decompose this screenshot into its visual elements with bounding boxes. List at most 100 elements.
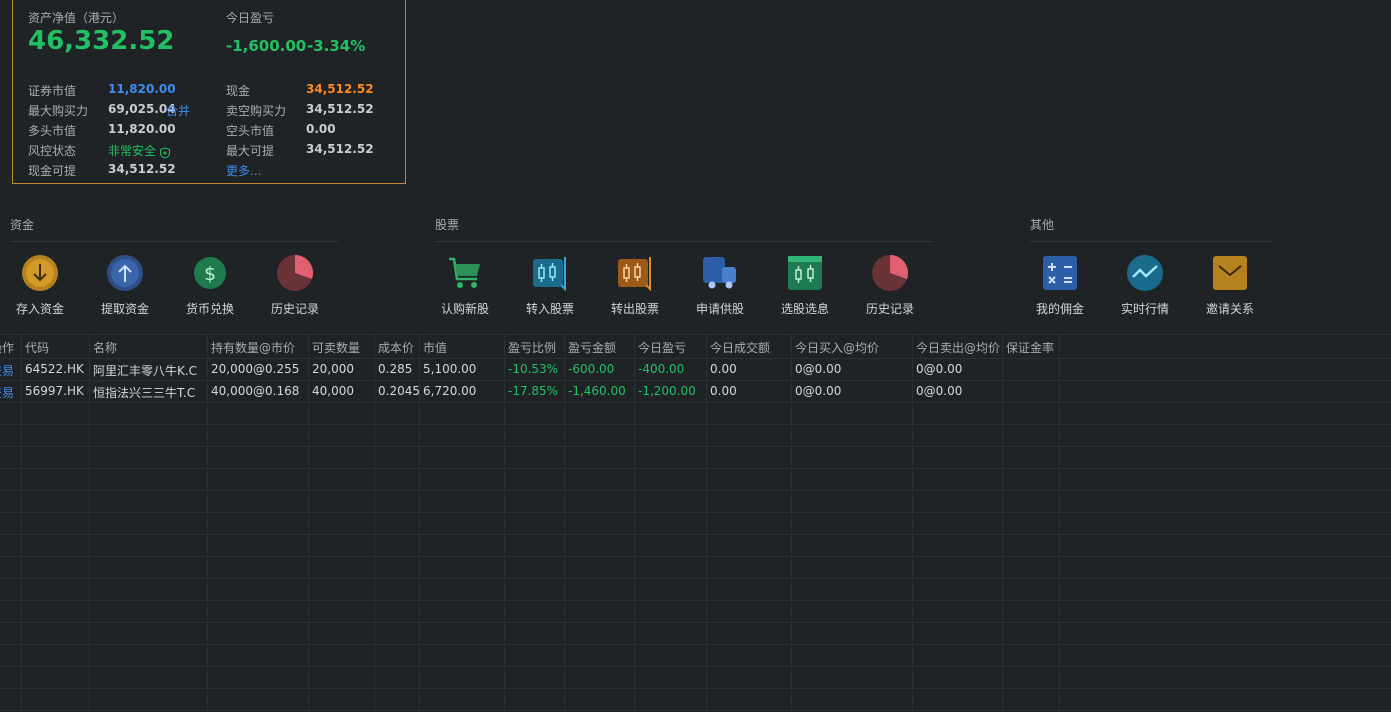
account-summary-card: 资产净值（港元） 46,332.52 今日盈亏 -1,600.00 -3.34%…: [12, 0, 406, 184]
col-header-name[interactable]: 名称: [93, 341, 118, 355]
withdraw-funds-label: 提取资金: [100, 302, 149, 316]
funds-history-button[interactable]: 历史记录: [257, 254, 333, 331]
currency-exchange-button[interactable]: $ 货币兑换: [172, 255, 248, 331]
currency-exchange-icon: $: [192, 255, 228, 291]
trend-line-icon: [1127, 255, 1163, 291]
currency-exchange-label: 货币兑换: [185, 302, 234, 316]
short-buying-power-label: 卖空购买力: [226, 104, 287, 118]
net-asset-value: 46,332.52: [28, 26, 175, 56]
section-title-other: 其他: [1030, 218, 1055, 232]
table-cell-today-buy: 0@0.00: [795, 384, 842, 398]
svg-text:$: $: [204, 263, 216, 285]
table-cell-today-buy: 0@0.00: [795, 362, 842, 376]
deposit-funds-button[interactable]: 存入资金: [2, 255, 78, 331]
table-cell-today-turnover: 0.00: [710, 384, 737, 398]
invite-relation-button[interactable]: 邀请关系: [1192, 255, 1268, 331]
short-buying-power-value: 34,512.52: [306, 102, 374, 116]
more-link[interactable]: 更多...: [226, 164, 262, 178]
candlestick-out-icon: [617, 255, 653, 292]
col-header-pl-amount[interactable]: 盈亏金额: [568, 341, 617, 355]
envelope-icon: [1212, 255, 1248, 291]
col-header-market-value[interactable]: 市值: [423, 341, 448, 355]
col-header-code[interactable]: 代码: [25, 341, 50, 355]
table-cell-code: 64522.HK: [25, 362, 84, 376]
stock-history-button[interactable]: 历史记录: [852, 254, 928, 331]
withdraw-funds-button[interactable]: 提取资金: [87, 255, 163, 331]
col-header-today-buy[interactable]: 今日买入@均价: [795, 341, 880, 355]
deposit-icon: [22, 255, 58, 291]
table-cell-pl-amount: -1,460.00: [568, 384, 626, 398]
shield-icon: [159, 144, 171, 159]
net-asset-label: 资产净值（港元）: [28, 11, 125, 25]
max-withdrawable-value: 34,512.52: [306, 142, 374, 156]
col-header-sellable[interactable]: 可卖数量: [312, 341, 361, 355]
securities-value-label: 证券市值: [28, 84, 77, 98]
merge-link[interactable]: 合并: [166, 104, 191, 118]
table-cell-sellable: 20,000: [312, 362, 354, 376]
section-divider: [1030, 241, 1272, 242]
short-value: 0.00: [306, 122, 336, 136]
max-withdrawable-label: 最大可提: [226, 144, 275, 158]
table-cell-name: 恒指法兴三三牛T.C: [93, 386, 196, 400]
table-cell-pl-amount: -600.00: [568, 362, 615, 376]
transfer-in-stock-label: 转入股票: [525, 302, 574, 316]
transfer-out-stock-button[interactable]: 转出股票: [597, 255, 673, 331]
delivery-truck-icon: [702, 255, 738, 291]
col-header-margin-ratio[interactable]: 保证金率: [1006, 341, 1055, 355]
pie-chart-icon: [277, 254, 314, 291]
my-commission-button[interactable]: 我的佣金: [1022, 255, 1098, 331]
stock-picking-label: 选股选息: [780, 302, 829, 316]
long-value-label: 多头市值: [28, 124, 77, 138]
transfer-in-stock-button[interactable]: 转入股票: [512, 255, 588, 331]
cash-withdrawable-value: 34,512.52: [108, 162, 176, 176]
col-header-cost[interactable]: 成本价: [378, 341, 415, 355]
risk-status-label: 风控状态: [28, 144, 77, 158]
shopping-cart-icon: [447, 255, 483, 291]
section-title-stocks: 股票: [435, 218, 460, 232]
table-cell-code: 56997.HK: [25, 384, 84, 398]
max-buying-power-label: 最大购买力: [28, 104, 89, 118]
rights-issue-button[interactable]: 申请供股: [682, 255, 758, 331]
pie-chart-icon: [872, 254, 909, 291]
table-cell-today-pl: -400.00: [638, 362, 685, 376]
table-cell-today-sell: 0@0.00: [916, 362, 963, 376]
table-cell-today-pl: -1,200.00: [638, 384, 696, 398]
my-commission-label: 我的佣金: [1035, 302, 1084, 316]
table-cell-name: 阿里汇丰零八牛K.C: [93, 364, 198, 378]
col-header-today-turnover[interactable]: 今日成交额: [710, 341, 771, 355]
section-title-funds: 资金: [10, 218, 35, 232]
realtime-quotes-label: 实时行情: [1120, 302, 1169, 316]
col-header-today-sell[interactable]: 今日卖出@均价: [916, 341, 1001, 355]
invite-relation-label: 邀请关系: [1205, 302, 1254, 316]
max-buying-power-value: 69,025.04: [108, 102, 176, 116]
trade-link[interactable]: 交易: [0, 386, 15, 400]
col-header-pl-ratio[interactable]: 盈亏比例: [508, 341, 557, 355]
col-header-today-pl[interactable]: 今日盈亏: [638, 341, 687, 355]
candlestick-screener-icon: [787, 255, 823, 291]
today-pl-value: -1,600.00: [226, 37, 307, 55]
transfer-out-stock-label: 转出股票: [610, 302, 659, 316]
col-header-action[interactable]: 操作: [0, 341, 15, 355]
table-cell-pl-ratio: -17.85%: [508, 384, 559, 398]
trade-link[interactable]: 交易: [0, 364, 15, 378]
funds-history-label: 历史记录: [270, 302, 319, 316]
today-pl-label: 今日盈亏: [226, 11, 275, 25]
cash-label: 现金: [226, 84, 251, 98]
stock-history-label: 历史记录: [865, 302, 914, 316]
stock-picking-button[interactable]: 选股选息: [767, 255, 843, 331]
ipo-subscribe-label: 认购新股: [440, 302, 489, 316]
section-divider: [10, 241, 338, 242]
deposit-funds-label: 存入资金: [15, 302, 64, 316]
long-value: 11,820.00: [108, 122, 176, 136]
ipo-subscribe-button[interactable]: 认购新股: [427, 255, 503, 331]
table-cell-cost: 0.285: [378, 362, 413, 376]
table-cell-holding: 40,000@0.168: [211, 384, 300, 398]
risk-status-value: 非常安全: [108, 144, 157, 158]
table-cell-sellable: 40,000: [312, 384, 354, 398]
today-pl-percent: -3.34%: [307, 37, 366, 55]
realtime-quotes-button[interactable]: 实时行情: [1107, 255, 1183, 331]
securities-value: 11,820.00: [108, 82, 176, 96]
col-header-holding[interactable]: 持有数量@市价: [211, 341, 296, 355]
cash-value: 34,512.52: [306, 82, 374, 96]
short-value-label: 空头市值: [226, 124, 275, 138]
